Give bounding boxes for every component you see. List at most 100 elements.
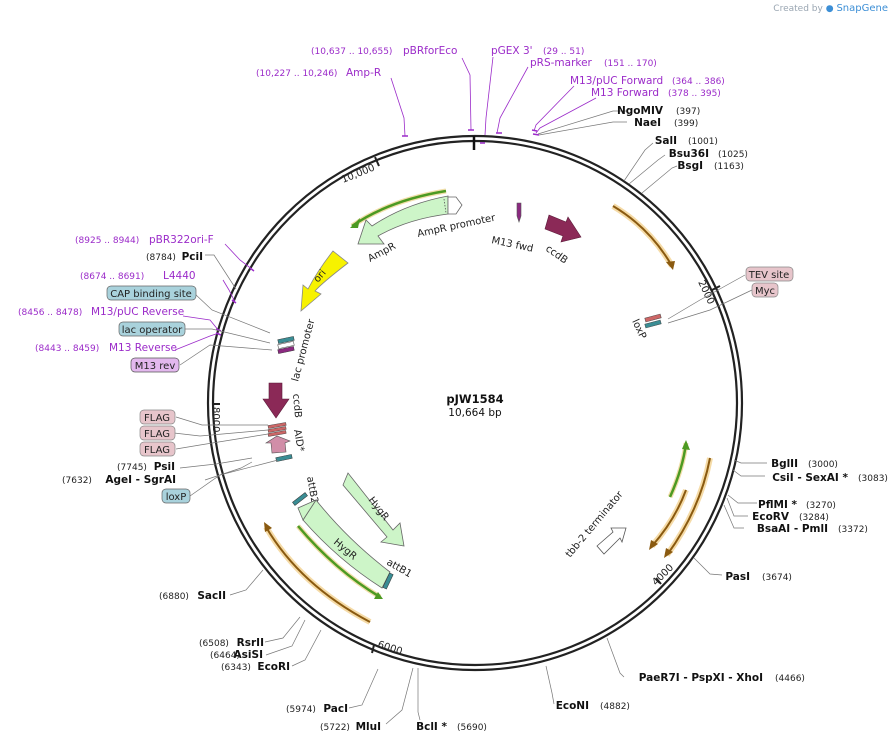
ampr-orf-arrow — [351, 189, 447, 228]
primer-l4440-pos: (8674 .. 8691) — [80, 272, 144, 282]
brand-prefix: Created by — [773, 4, 823, 14]
box-lac-operator-label: lac operator — [122, 325, 183, 336]
aid-feature — [264, 422, 293, 462]
box-m13-rev: M13 rev — [130, 357, 180, 373]
box-flag-3-label: FLAG — [144, 445, 170, 456]
site-ecorv: EcoRV — [752, 511, 790, 523]
tick-label-10000: 10,000 — [340, 162, 377, 185]
box-myc: Myc — [751, 282, 779, 298]
plasmid-name: pJW1584 — [446, 392, 503, 406]
primer-m13-reverse: M13 Reverse — [109, 342, 177, 354]
box-lac-operator: lac operator — [118, 321, 186, 337]
loxp-right-label: loxP — [629, 318, 648, 341]
site-pasi-pos: (3674) — [762, 573, 792, 583]
lac-promoter-feature — [277, 336, 295, 354]
site-pflmi-pos: (3270) — [806, 501, 836, 511]
primer-m13puc-forward: M13/pUC Forward — [570, 75, 663, 87]
attb2-feature — [292, 492, 308, 506]
site-bsu36i: Bsu36I — [669, 148, 709, 160]
site-bsaai-pmli-pos: (3372) — [838, 525, 868, 535]
box-myc-label: Myc — [755, 286, 775, 297]
site-bglii-pos: (3000) — [808, 460, 838, 470]
site-sali-pos: (1001) — [688, 137, 718, 147]
box-loxp-left: loxP — [161, 488, 191, 504]
primer-pgex3: pGEX 3' — [491, 45, 533, 57]
ampr-orf-head — [350, 218, 360, 228]
box-flag-1: FLAG — [139, 409, 176, 425]
site-pasi: PasI — [725, 571, 750, 583]
primer-m13-forward-pos: (378 .. 395) — [668, 89, 721, 99]
hygr-orf-head — [374, 592, 383, 599]
plasmid-size: 10,664 bp — [448, 407, 502, 419]
site-bcli-pos: (5690) — [457, 723, 487, 733]
ccdb-feature-left — [262, 382, 290, 419]
site-bsgi: BsgI — [677, 160, 703, 172]
primer-m13-forward: M13 Forward — [591, 87, 659, 99]
primer-m13-reverse-pos: (8443 .. 8459) — [35, 344, 99, 354]
tbb2-terminator-feature — [596, 527, 627, 555]
site-sacii-pos: (6880) — [159, 592, 189, 602]
primer-m13puc-forward-pos: (364 .. 386) — [672, 77, 725, 87]
primer-pbrforeco-pos: (10,637 .. 10,655) — [311, 47, 392, 57]
orf-arc-right-brown2-line — [651, 489, 687, 547]
site-agei-sgrai-pos: (7632) — [62, 476, 92, 486]
box-cap-binding-site-label: CAP binding site — [110, 289, 192, 300]
primer-pbr322ori-f: pBR322ori-F — [149, 234, 214, 246]
box-flag-2: FLAG — [139, 425, 176, 441]
site-leader-lines — [179, 110, 767, 725]
site-ecori-pos: (6343) — [221, 663, 251, 673]
site-naei: NaeI — [634, 117, 661, 129]
orf-arc-right-brown-head — [664, 548, 673, 558]
site-naei-pos: (399) — [674, 119, 698, 129]
tick-2000 — [711, 285, 721, 291]
site-paci-pos: (5974) — [286, 705, 316, 715]
box-loxp-left-label: loxP — [166, 492, 187, 503]
primer-leader-lines — [174, 56, 597, 351]
ampr-promoter-feature — [447, 196, 463, 215]
box-m13-rev-label: M13 rev — [135, 361, 176, 372]
site-pcii: PciI — [182, 251, 203, 263]
tbb2-terminator-label: tbb-2 terminator — [564, 489, 626, 560]
ori-feature — [300, 250, 349, 312]
tick-10000 — [374, 156, 380, 167]
orf-arc-right-green-head — [682, 440, 690, 450]
attb2-label: attB2 — [304, 476, 320, 505]
site-asisi: AsiSI — [234, 649, 263, 661]
ccdb-feature-top — [544, 214, 582, 243]
m13-fwd-feature — [516, 202, 522, 223]
snapgene-brand: Created by ● SnapGene — [773, 3, 888, 14]
primer-m13puc-reverse-pos: (8456 .. 8478) — [18, 308, 82, 318]
box-cap-binding-site: CAP binding site — [106, 285, 197, 301]
site-sali: SalI — [655, 135, 677, 147]
primer-ampr: Amp-R — [346, 67, 381, 79]
site-mlui: MluI — [356, 721, 381, 733]
site-paci: PacI — [323, 703, 348, 715]
ccdb-label-top: ccdB — [543, 243, 569, 266]
site-bsu36i-pos: (1025) — [718, 150, 748, 160]
box-flag-1-label: FLAG — [144, 413, 170, 424]
brand-name: SnapGene — [836, 3, 888, 14]
site-csii-sexai: CsiI - SexAI * — [772, 472, 848, 484]
site-csii-sexai-pos: (3083) — [858, 474, 888, 484]
site-agei-sgrai: AgeI - SgrAI — [105, 474, 176, 486]
tick-6000 — [371, 644, 375, 654]
snapgene-logo-icon: ● — [825, 4, 834, 14]
site-asisi-pos: (6464) — [210, 651, 240, 661]
site-psii-pos: (7745) — [117, 463, 147, 473]
primer-pbr322ori-f-pos: (8925 .. 8944) — [75, 236, 139, 246]
orf-arc-right-brown2-head — [649, 540, 658, 550]
site-rsrii-pos: (6508) — [199, 639, 229, 649]
box-leader-lines — [173, 274, 753, 497]
site-ecori: EcoRI — [257, 661, 290, 673]
site-mlui-pos: (5722) — [320, 723, 350, 733]
site-paer7i-pspxi-xhoi: PaeR7I - PspXI - XhoI — [639, 672, 763, 684]
site-bcli: BclI * — [416, 721, 447, 733]
box-tev-site: TEV site — [745, 266, 794, 282]
site-bglii: BglII — [771, 458, 798, 470]
site-psii: PsiI — [154, 461, 175, 473]
site-sacii: SacII — [197, 590, 226, 602]
attb1-feature — [382, 572, 394, 590]
orf-arc-left-bottom-line — [265, 526, 371, 623]
primer-ampr-pos: (10,227 .. 10,246) — [256, 69, 337, 79]
site-bsgi-pos: (1163) — [714, 162, 744, 172]
